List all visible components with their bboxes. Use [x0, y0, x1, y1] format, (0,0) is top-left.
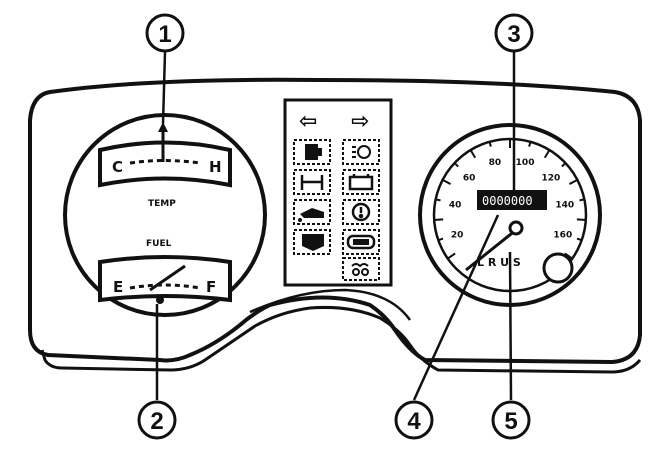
- temp-cold-label: C: [112, 158, 123, 176]
- speed-tick: [447, 252, 456, 260]
- speed-scale-label: 60: [463, 174, 476, 184]
- callout-1: 1: [145, 13, 185, 53]
- fuel-empty-label: E: [113, 278, 123, 296]
- hazard-icon: [346, 234, 376, 250]
- speed-scale-label: 120: [541, 174, 560, 184]
- speed-tick: [576, 218, 586, 221]
- speed-tick: [528, 141, 532, 147]
- speed-scale-label: 160: [553, 231, 572, 241]
- speed-scale-label: 40: [449, 200, 462, 210]
- speed-tick: [579, 198, 585, 202]
- fuel-needle: [149, 264, 186, 292]
- speed-tick: [564, 252, 573, 260]
- fuel-full-label: F: [206, 278, 216, 296]
- speed-tick: [488, 141, 492, 147]
- speed-scale-label: 80: [489, 158, 502, 168]
- fuel-gauge: FUEL E F: [98, 239, 232, 304]
- speed-needle: [465, 228, 517, 272]
- temp-gauge: C H TEMP: [98, 122, 232, 209]
- speed-scale-label: 140: [555, 200, 574, 210]
- svg-text:3: 3: [507, 21, 520, 48]
- trip-indicator-letters: L R U S: [477, 256, 521, 269]
- svg-text:5: 5: [504, 408, 517, 435]
- speed-ticks: [434, 139, 586, 260]
- fuel-pump-icon: [305, 144, 322, 160]
- trip-reset-knob: [542, 252, 574, 284]
- fuel-pump-icon: [156, 296, 164, 304]
- speed-tick: [469, 149, 477, 159]
- svg-text:2: 2: [150, 408, 163, 435]
- left-turn-arrow-icon: ⇦: [299, 109, 317, 134]
- callout-5: 5: [491, 400, 531, 440]
- speed-tick: [453, 162, 459, 168]
- callout-2: 2: [137, 400, 177, 440]
- speed-tick: [543, 149, 551, 159]
- speed-scale-label: 100: [516, 158, 535, 168]
- fuel-caption: FUEL: [146, 239, 172, 249]
- right-turn-arrow-icon: ⇨: [351, 109, 369, 134]
- callout-leaders: [155, 51, 516, 401]
- callout-4: 4: [394, 400, 434, 440]
- headlight-icon: [352, 145, 371, 159]
- odometer-digits: 0000000: [482, 194, 533, 208]
- battery-icon: [348, 174, 374, 191]
- speed-tick: [561, 162, 567, 168]
- svg-text:1: 1: [158, 21, 171, 48]
- cluster-housing: [28, 77, 642, 374]
- warning-light-panel: ⇦ ⇨: [283, 98, 393, 287]
- brake-icon: [351, 202, 371, 222]
- engine-icon: [302, 234, 324, 251]
- left-gauge-bezel: C H TEMP FUEL E F: [63, 113, 267, 317]
- svg-text:4: 4: [407, 408, 421, 435]
- seatbelt-icon: [300, 175, 324, 190]
- speed-tick: [568, 179, 578, 185]
- speed-tick: [434, 218, 444, 221]
- speed-tick: [442, 179, 452, 185]
- speed-tick: [435, 198, 441, 202]
- glow-plug-icon: [351, 263, 369, 276]
- speed-scale: 20 40 60 80 100 120 140 160: [449, 158, 574, 241]
- speed-tick: [437, 237, 444, 242]
- oil-can-icon: [298, 208, 324, 222]
- callout-3: 3: [494, 13, 534, 53]
- speed-tick: [576, 237, 583, 242]
- temp-caption: TEMP: [148, 199, 176, 209]
- odometer-window: [477, 190, 547, 210]
- speed-scale-label: 20: [451, 231, 464, 241]
- temp-hot-label: H: [209, 158, 222, 176]
